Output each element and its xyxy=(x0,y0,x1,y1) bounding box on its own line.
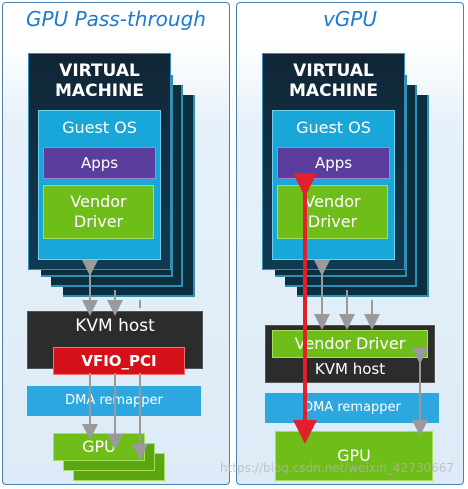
gpu-passthrough-panel: GPU Pass-through VIRTUAL MACHINE Guest O… xyxy=(2,2,230,485)
gpu-box: GPU xyxy=(275,431,433,481)
virtual-machine-label: VIRTUAL MACHINE xyxy=(289,61,378,101)
apps-box: Apps xyxy=(43,147,156,179)
virtual-machine: VIRTUAL MACHINE Guest OS Apps Vendor Dri… xyxy=(262,53,405,270)
guest-os: Guest OS Apps Vendor Driver xyxy=(38,110,161,260)
kvm-host-label: KVM host xyxy=(314,360,386,378)
vendor-driver-box: Vendor Driver xyxy=(43,185,154,239)
apps-box: Apps xyxy=(277,147,390,179)
host-vendor-driver-box: Vendor Driver xyxy=(272,330,428,358)
panel-title: vGPU xyxy=(322,7,378,31)
guest-os-label: Guest OS xyxy=(296,118,371,137)
virtual-machine: VIRTUAL MACHINE Guest OS Apps Vendor Dri… xyxy=(28,53,171,270)
vfio-pci-box: VFIO_PCI xyxy=(53,347,185,375)
watermark: https://blog.csdn.net/weixin_42730667 xyxy=(219,461,454,475)
panel-title: GPU Pass-through xyxy=(26,7,206,31)
virtual-machine-label: VIRTUAL MACHINE xyxy=(55,61,144,101)
guest-os-label: Guest OS xyxy=(62,118,137,137)
kvm-host-label: KVM host xyxy=(75,316,155,336)
